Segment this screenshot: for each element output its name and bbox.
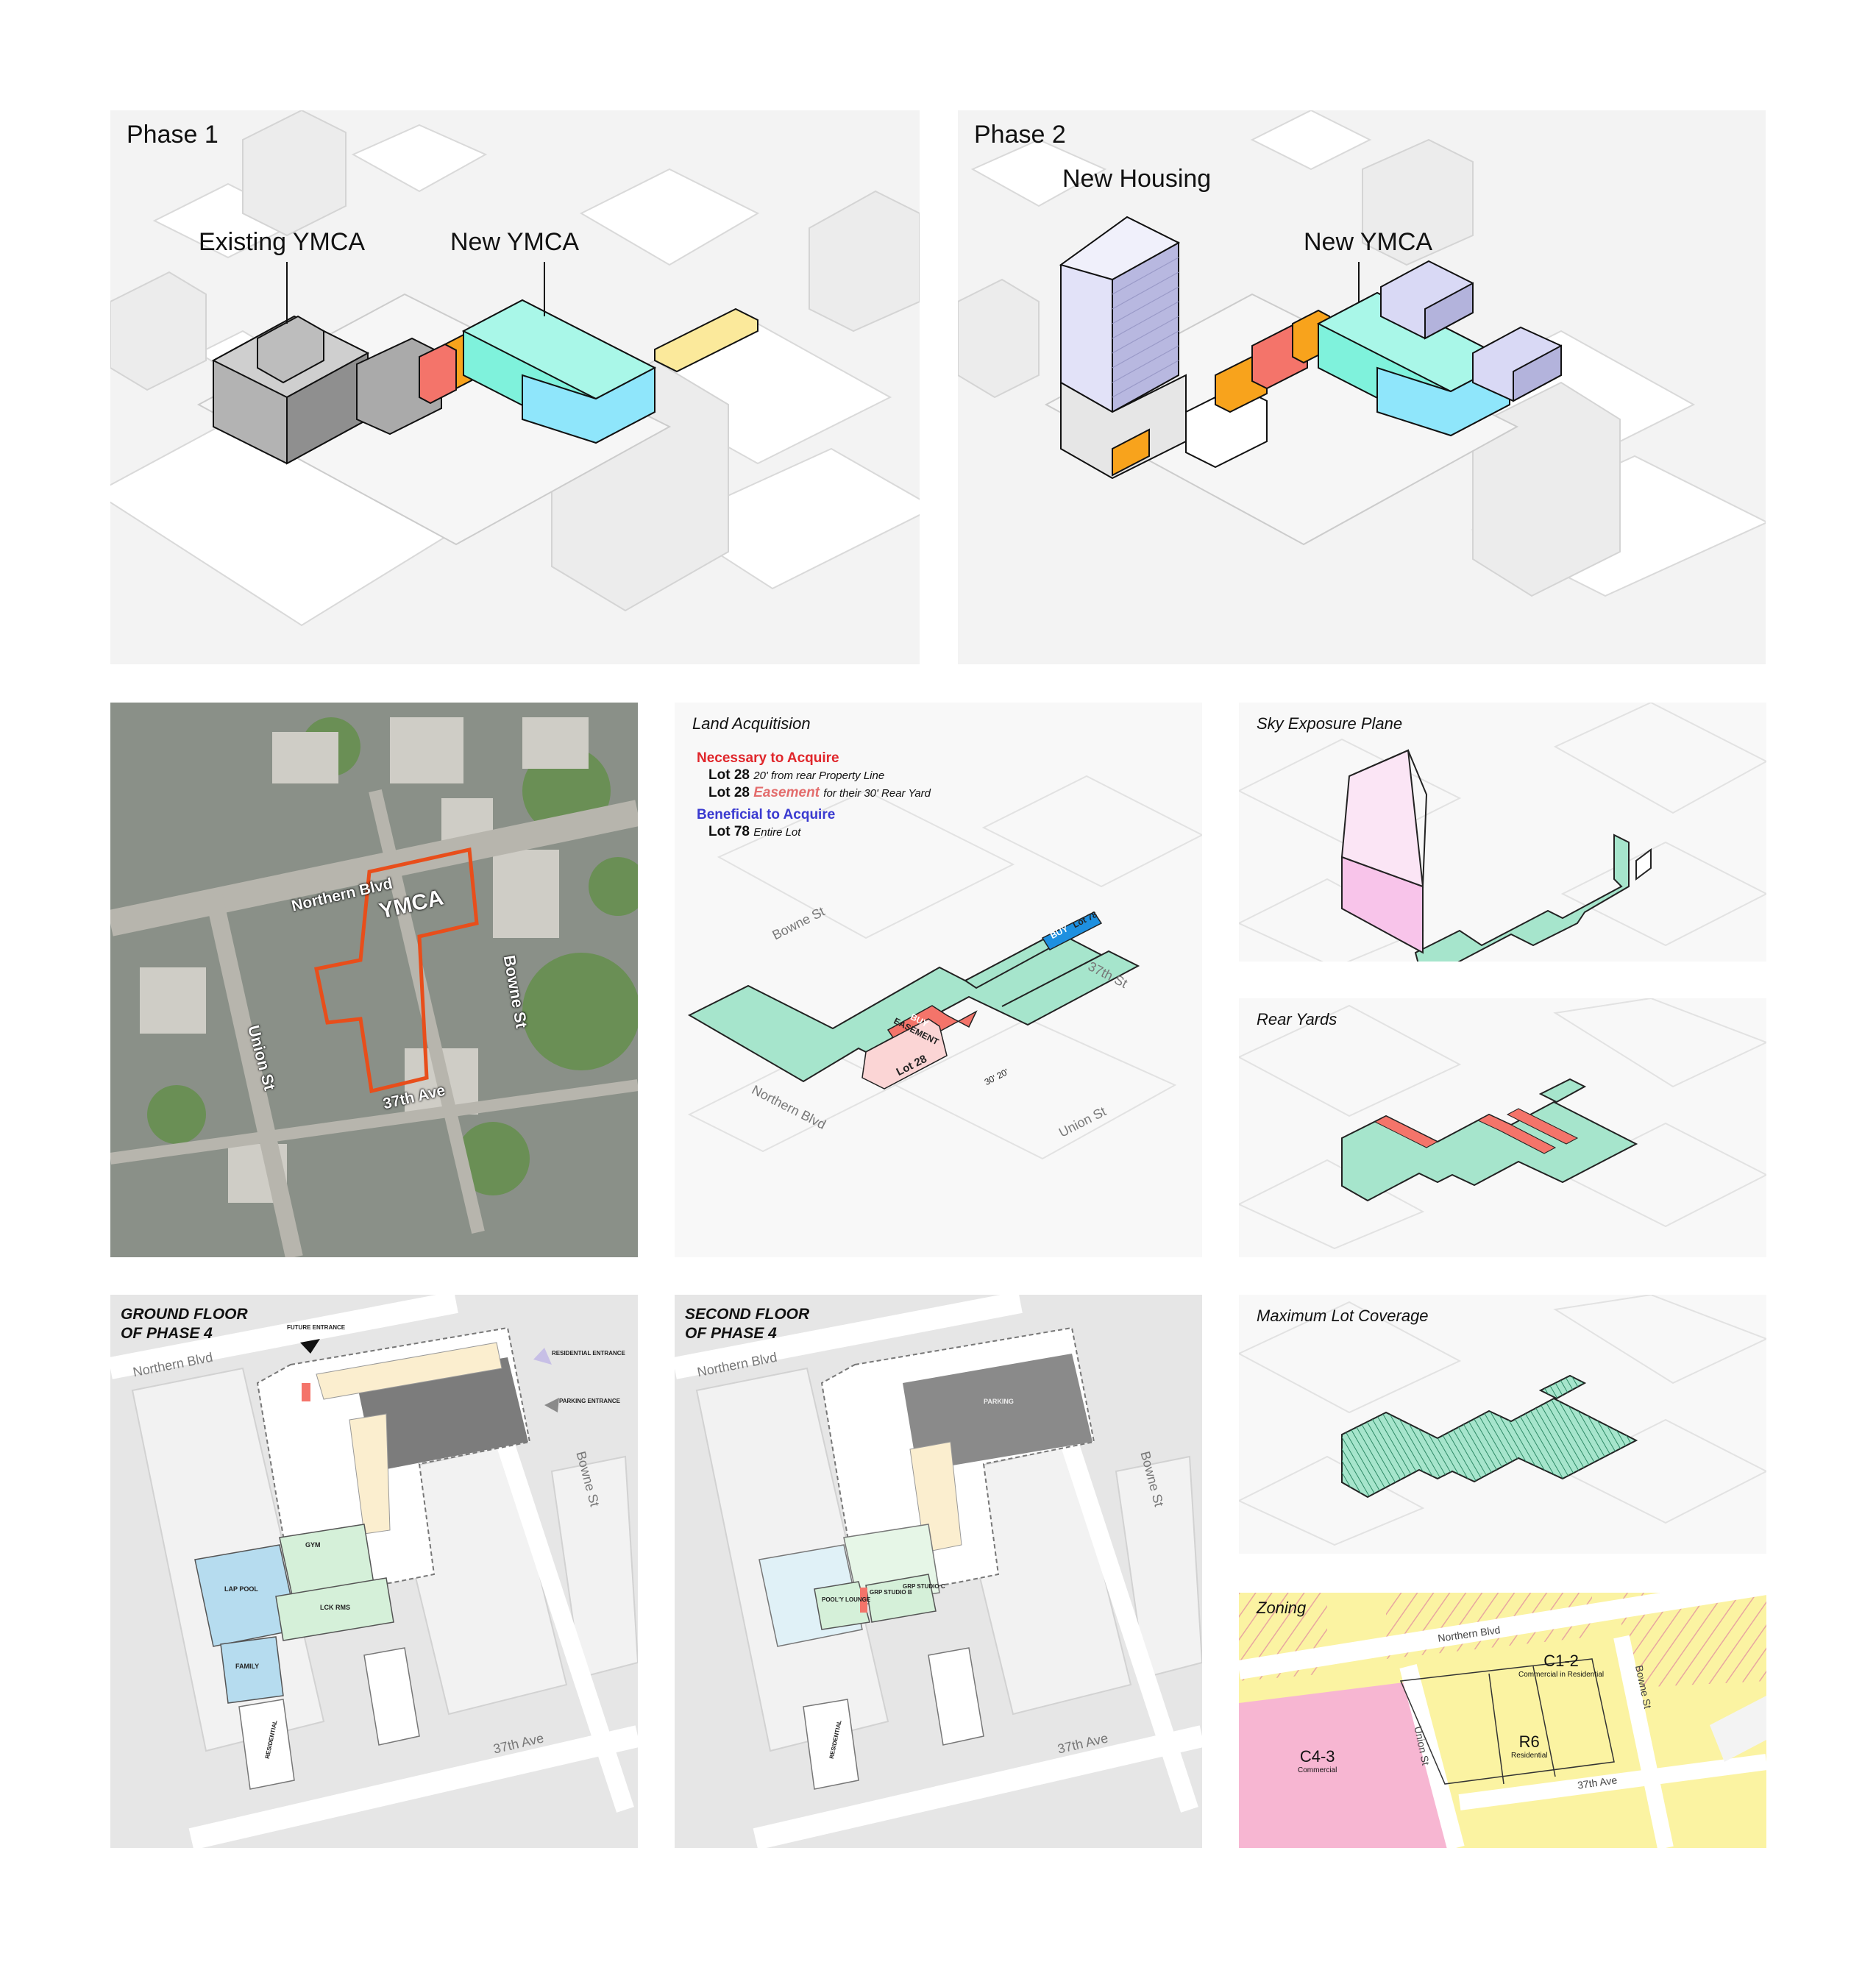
aerial-photo [110, 703, 638, 1257]
second-grp2-label: GRP STUDIO C [903, 1583, 945, 1590]
ground-family-label: FAMILY [235, 1663, 260, 1670]
ground-gym-label: GYM [305, 1541, 321, 1549]
legend-easement: Easement [753, 785, 820, 800]
ground-residential-ent-label: RESIDENTIAL ENTRANCE [552, 1350, 625, 1357]
legend-necessary: Necessary to Acquire [697, 750, 839, 766]
new-ymca-callout: New YMCA [450, 228, 580, 256]
zoning-c43-label: C4-3 Commercial [1298, 1747, 1337, 1774]
new-ymca-callout-2: New YMCA [1304, 228, 1433, 256]
second-floor-title: SECOND FLOOR OF PHASE 4 [685, 1305, 809, 1343]
max-lot-coverage-title: Maximum Lot Coverage [1257, 1307, 1429, 1325]
land-legend: Necessary to Acquire Lot 28 20' from rea… [697, 750, 931, 841]
zoning-r6-label: R6 Residential [1511, 1732, 1547, 1760]
legend-lot78-note: Entire Lot [753, 826, 801, 839]
phase2-axonometric [958, 110, 1766, 597]
second-grp1-label: GRP STUDIO B [870, 1589, 912, 1596]
phase1-axonometric [110, 110, 920, 627]
second-floor-panel: SECOND FLOOR OF PHASE 4 Northern Blvd Bo… [675, 1295, 1202, 1848]
land-acquisition-panel: Land Acquitision Necessary to Acquire Lo… [675, 703, 1202, 1257]
zoning-r6-sub: Residential [1511, 1752, 1548, 1760]
legend-lot28-row: Lot 28 20' from rear Property Line [697, 767, 931, 784]
legend-lot28-a: Lot 28 [708, 767, 750, 783]
sky-exposure-title: Sky Exposure Plane [1257, 714, 1403, 733]
second-floor-plan [675, 1295, 1202, 1848]
zoning-map [1239, 1593, 1766, 1848]
zoning-c12-sub: Commercial in Residential [1518, 1671, 1605, 1679]
zoning-c12-code: C1-2 [1543, 1652, 1579, 1670]
ground-floor-panel: GROUND FLOOR OF PHASE 4 Northern Blvd Bo… [110, 1295, 638, 1848]
sky-exposure-panel: Sky Exposure Plane [1239, 703, 1766, 962]
ground-floor-plan [110, 1295, 638, 1848]
second-floor-title-line2: OF PHASE 4 [685, 1325, 777, 1342]
rear-yards-title: Rear Yards [1257, 1010, 1337, 1028]
rear-yards-diagram [1239, 998, 1766, 1250]
second-parking-label: PARKING [984, 1398, 1014, 1405]
ground-floor-title: GROUND FLOOR OF PHASE 4 [121, 1305, 248, 1343]
phase2-panel: Phase 2 New Housing New YMCA [958, 110, 1766, 664]
new-housing-callout: New Housing [1062, 165, 1212, 193]
zoning-c12-label: C1-2 Commercial in Residential [1518, 1652, 1604, 1679]
phase1-panel: Phase 1 Existing YMCA New YMCA [110, 110, 920, 664]
rear-yards-panel: Rear Yards [1239, 998, 1766, 1257]
legend-lot78-row: Lot 78 Entire Lot [697, 823, 931, 841]
phase1-title: Phase 1 [127, 121, 218, 149]
legend-lot28-b: Lot 28 [708, 785, 750, 800]
legend-lot28-b-note: for their 30' Rear Yard [823, 787, 931, 800]
ground-lck-label: LCK RMS [320, 1604, 350, 1611]
second-floor-title-line1: SECOND FLOOR [685, 1306, 810, 1323]
sky-exposure-diagram [1239, 703, 1766, 962]
ground-floor-title-line2: OF PHASE 4 [121, 1325, 213, 1342]
zoning-r6-code: R6 [1518, 1732, 1540, 1751]
second-pool-lounge-label: POOL'Y LOUNGE [822, 1596, 871, 1603]
ground-parking-ent-label: PARKING ENTRANCE [559, 1398, 620, 1404]
existing-ymca-callout: Existing YMCA [199, 228, 366, 256]
max-lot-coverage-panel: Maximum Lot Coverage [1239, 1295, 1766, 1554]
legend-lot28-easement-row: Lot 28 Easement for their 30' Rear Yard [697, 784, 931, 802]
ground-floor-title-line1: GROUND FLOOR [121, 1306, 248, 1323]
zoning-title: Zoning [1257, 1599, 1307, 1617]
ground-future-label: FUTURE ENTRANCE [287, 1324, 346, 1331]
zoning-panel: Zoning Northern Blvd Bowne St Union St 3… [1239, 1593, 1766, 1848]
land-acquisition-map [687, 775, 1202, 1160]
ground-lap-pool-label: LAP POOL [224, 1585, 258, 1593]
max-lot-coverage-diagram [1239, 1295, 1766, 1546]
aerial-map-panel: YMCA Northern Blvd Bowne St Union St 37t… [110, 703, 638, 1257]
zoning-c43-sub: Commercial [1298, 1766, 1337, 1774]
legend-lot78: Lot 78 [708, 824, 750, 839]
land-acquisition-title: Land Acquitision [692, 714, 811, 733]
zoning-c43-code: C4-3 [1299, 1747, 1335, 1766]
legend-lot28-a-note: 20' from rear Property Line [753, 769, 885, 782]
phase2-title: Phase 2 [974, 121, 1066, 149]
legend-beneficial: Beneficial to Acquire [697, 807, 836, 822]
